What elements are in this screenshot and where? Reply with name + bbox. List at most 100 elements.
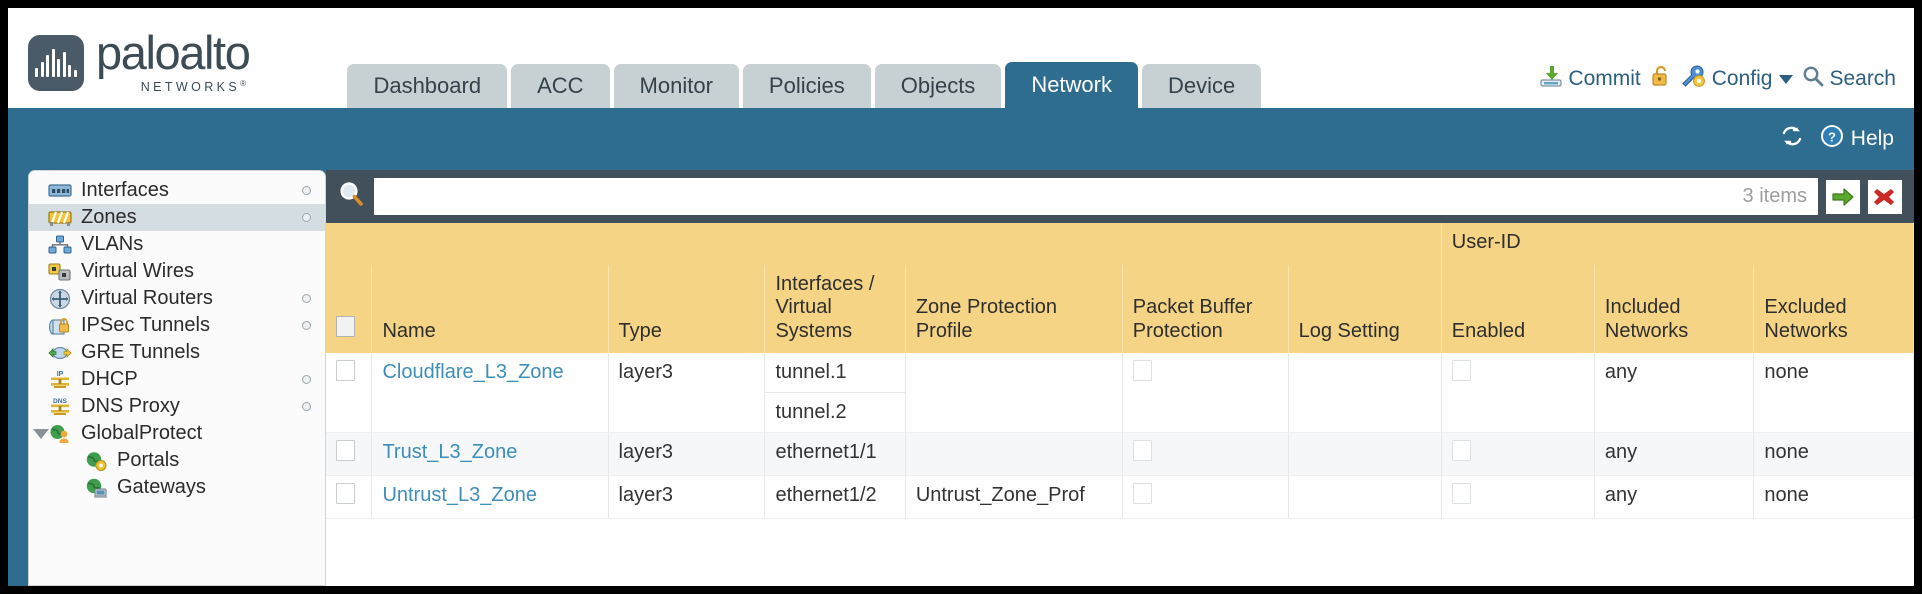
apply-filter-button[interactable] — [1826, 179, 1860, 214]
chevron-down-icon[interactable] — [1779, 74, 1794, 84]
cell-userid-enabled[interactable] — [1441, 475, 1595, 520]
zone-name-link[interactable]: Trust_L3_Zone — [382, 441, 518, 464]
sidebar-item-dhcp[interactable]: IP DHCP — [29, 366, 325, 393]
column-header-log-setting[interactable]: Log Setting — [1288, 264, 1442, 354]
row-checkbox[interactable] — [336, 440, 355, 462]
table-row[interactable]: Untrust_L3_Zone layer3 ethernet1/2 Untru… — [326, 475, 1914, 520]
select-all-header[interactable] — [326, 264, 373, 354]
zones-table-wrap: User-ID Name Type Interfaces / Virtual S… — [326, 223, 1914, 586]
chevron-down-icon[interactable] — [33, 428, 49, 439]
column-header-zone-protection-profile[interactable]: Zone Protection Profile — [905, 264, 1123, 354]
cell-log-setting — [1288, 353, 1442, 434]
zone-name-link[interactable]: Untrust_L3_Zone — [382, 484, 537, 507]
column-header-name[interactable]: Name — [371, 264, 609, 354]
search-icon — [1802, 65, 1824, 93]
sidebar-item-globalprotect[interactable]: GlobalProtect — [29, 420, 325, 447]
cell-packet-buffer-protection[interactable] — [1122, 432, 1289, 477]
sidebar-item-vlans[interactable]: VLANs — [29, 231, 325, 258]
cell-interfaces: ethernet1/2 — [764, 475, 906, 520]
config-label: Config — [1711, 67, 1773, 90]
clear-filter-button[interactable] — [1868, 179, 1902, 214]
table-row[interactable]: Cloudflare_L3_Zone layer3 tunnel.1 tunne… — [326, 353, 1914, 434]
sidebar-nav: Interfaces Zones — [28, 170, 326, 586]
packet-buffer-protection-checkbox[interactable] — [1132, 483, 1152, 505]
column-header-packet-buffer-protection[interactable]: Packet Buffer Protection — [1122, 264, 1289, 354]
filter-input[interactable] — [375, 179, 1743, 214]
cell-userid-enabled[interactable] — [1441, 353, 1595, 434]
lock-icon — [1650, 64, 1672, 94]
tab-objects[interactable]: Objects — [874, 64, 1002, 108]
sub-header-tools: ? Help — [1779, 123, 1894, 155]
interface-item: tunnel.2 — [775, 401, 847, 424]
content-panel: 3 items — [326, 170, 1914, 586]
gateways-icon — [83, 478, 109, 498]
commit-icon — [1539, 64, 1563, 94]
row-select-cell[interactable] — [326, 432, 373, 477]
svg-text:DNS: DNS — [53, 398, 68, 405]
cell-name[interactable]: Cloudflare_L3_Zone — [371, 353, 609, 434]
sidebar-item-interfaces[interactable]: Interfaces — [29, 177, 325, 204]
userid-enabled-checkbox[interactable] — [1451, 440, 1471, 462]
sidebar-item-virtual-routers[interactable]: Virtual Routers — [29, 285, 325, 312]
sidebar-item-label: Gateways — [117, 476, 206, 498]
cell-packet-buffer-protection[interactable] — [1122, 475, 1289, 520]
sidebar-item-label: DHCP — [81, 368, 138, 390]
zone-name-link[interactable]: Cloudflare_L3_Zone — [382, 361, 564, 384]
help-icon: ? — [1819, 123, 1845, 155]
tab-monitor[interactable]: Monitor — [613, 64, 739, 108]
help-button[interactable]: ? Help — [1819, 123, 1894, 155]
cell-name[interactable]: Trust_L3_Zone — [371, 432, 609, 477]
cell-interfaces: ethernet1/1 — [764, 432, 906, 477]
userid-enabled-checkbox[interactable] — [1451, 360, 1471, 382]
filter-input-wrap[interactable]: 3 items — [374, 178, 1818, 215]
cell-included-networks: any — [1594, 475, 1755, 520]
cell-zone-protection-profile — [905, 353, 1123, 434]
brand-logo: paloalto NETWORKS® — [28, 29, 251, 94]
row-checkbox[interactable] — [336, 483, 355, 505]
sidebar-item-gre-tunnels[interactable]: GRE Tunnels — [29, 339, 325, 366]
tab-device[interactable]: Device — [1142, 64, 1262, 108]
status-dot — [302, 186, 311, 195]
userid-enabled-checkbox[interactable] — [1451, 483, 1471, 505]
column-header-enabled[interactable]: Enabled — [1441, 264, 1595, 354]
item-count-label: 3 items — [1742, 185, 1807, 207]
packet-buffer-protection-checkbox[interactable] — [1132, 440, 1152, 462]
svg-text:?: ? — [1828, 130, 1836, 145]
cell-name[interactable]: Untrust_L3_Zone — [371, 475, 609, 520]
sidebar-item-ipsec-tunnels[interactable]: IPSec Tunnels — [29, 312, 325, 339]
cell-excluded-networks: none — [1753, 432, 1914, 477]
portals-icon — [83, 451, 109, 471]
sidebar-item-dns-proxy[interactable]: DNS DNS Proxy — [29, 393, 325, 420]
table-row[interactable]: Trust_L3_Zone layer3 ethernet1/1 — [326, 432, 1914, 477]
select-all-checkbox[interactable] — [336, 315, 355, 337]
commit-button[interactable]: Commit — [1539, 64, 1641, 94]
column-header-included-networks[interactable]: Included Networks — [1594, 264, 1755, 354]
tab-dashboard[interactable]: Dashboard — [347, 64, 508, 108]
tab-policies[interactable]: Policies — [742, 64, 871, 108]
cell-packet-buffer-protection[interactable] — [1122, 353, 1289, 434]
sidebar-item-virtual-wires[interactable]: Virtual Wires — [29, 258, 325, 285]
column-header-interfaces[interactable]: Interfaces / Virtual Systems — [764, 264, 906, 354]
sidebar-item-label: DNS Proxy — [81, 395, 180, 417]
refresh-button[interactable] — [1779, 124, 1805, 154]
row-select-cell[interactable] — [326, 353, 373, 434]
sidebar-item-zones[interactable]: Zones — [29, 204, 325, 231]
lock-button[interactable] — [1650, 64, 1672, 94]
column-header-excluded-networks[interactable]: Excluded Networks — [1753, 264, 1914, 354]
filter-search-icon[interactable] — [336, 179, 366, 214]
brand-sub: NETWORKS® — [140, 78, 250, 94]
sidebar-item-label: VLANs — [81, 233, 144, 255]
row-select-cell[interactable] — [326, 475, 373, 520]
cell-interfaces: tunnel.1 tunnel.2 — [764, 353, 906, 434]
cell-userid-enabled[interactable] — [1441, 432, 1595, 477]
tab-network[interactable]: Network — [1005, 62, 1138, 108]
tab-acc[interactable]: ACC — [511, 64, 610, 108]
column-header-type[interactable]: Type — [608, 264, 766, 354]
config-button[interactable]: Config — [1681, 64, 1794, 94]
dns-proxy-icon: DNS — [47, 397, 73, 417]
search-button[interactable]: Search — [1802, 65, 1896, 93]
row-checkbox[interactable] — [336, 360, 355, 382]
sidebar-item-portals[interactable]: Portals — [29, 447, 325, 474]
packet-buffer-protection-checkbox[interactable] — [1132, 360, 1152, 382]
sidebar-item-gateways[interactable]: Gateways — [29, 474, 325, 501]
